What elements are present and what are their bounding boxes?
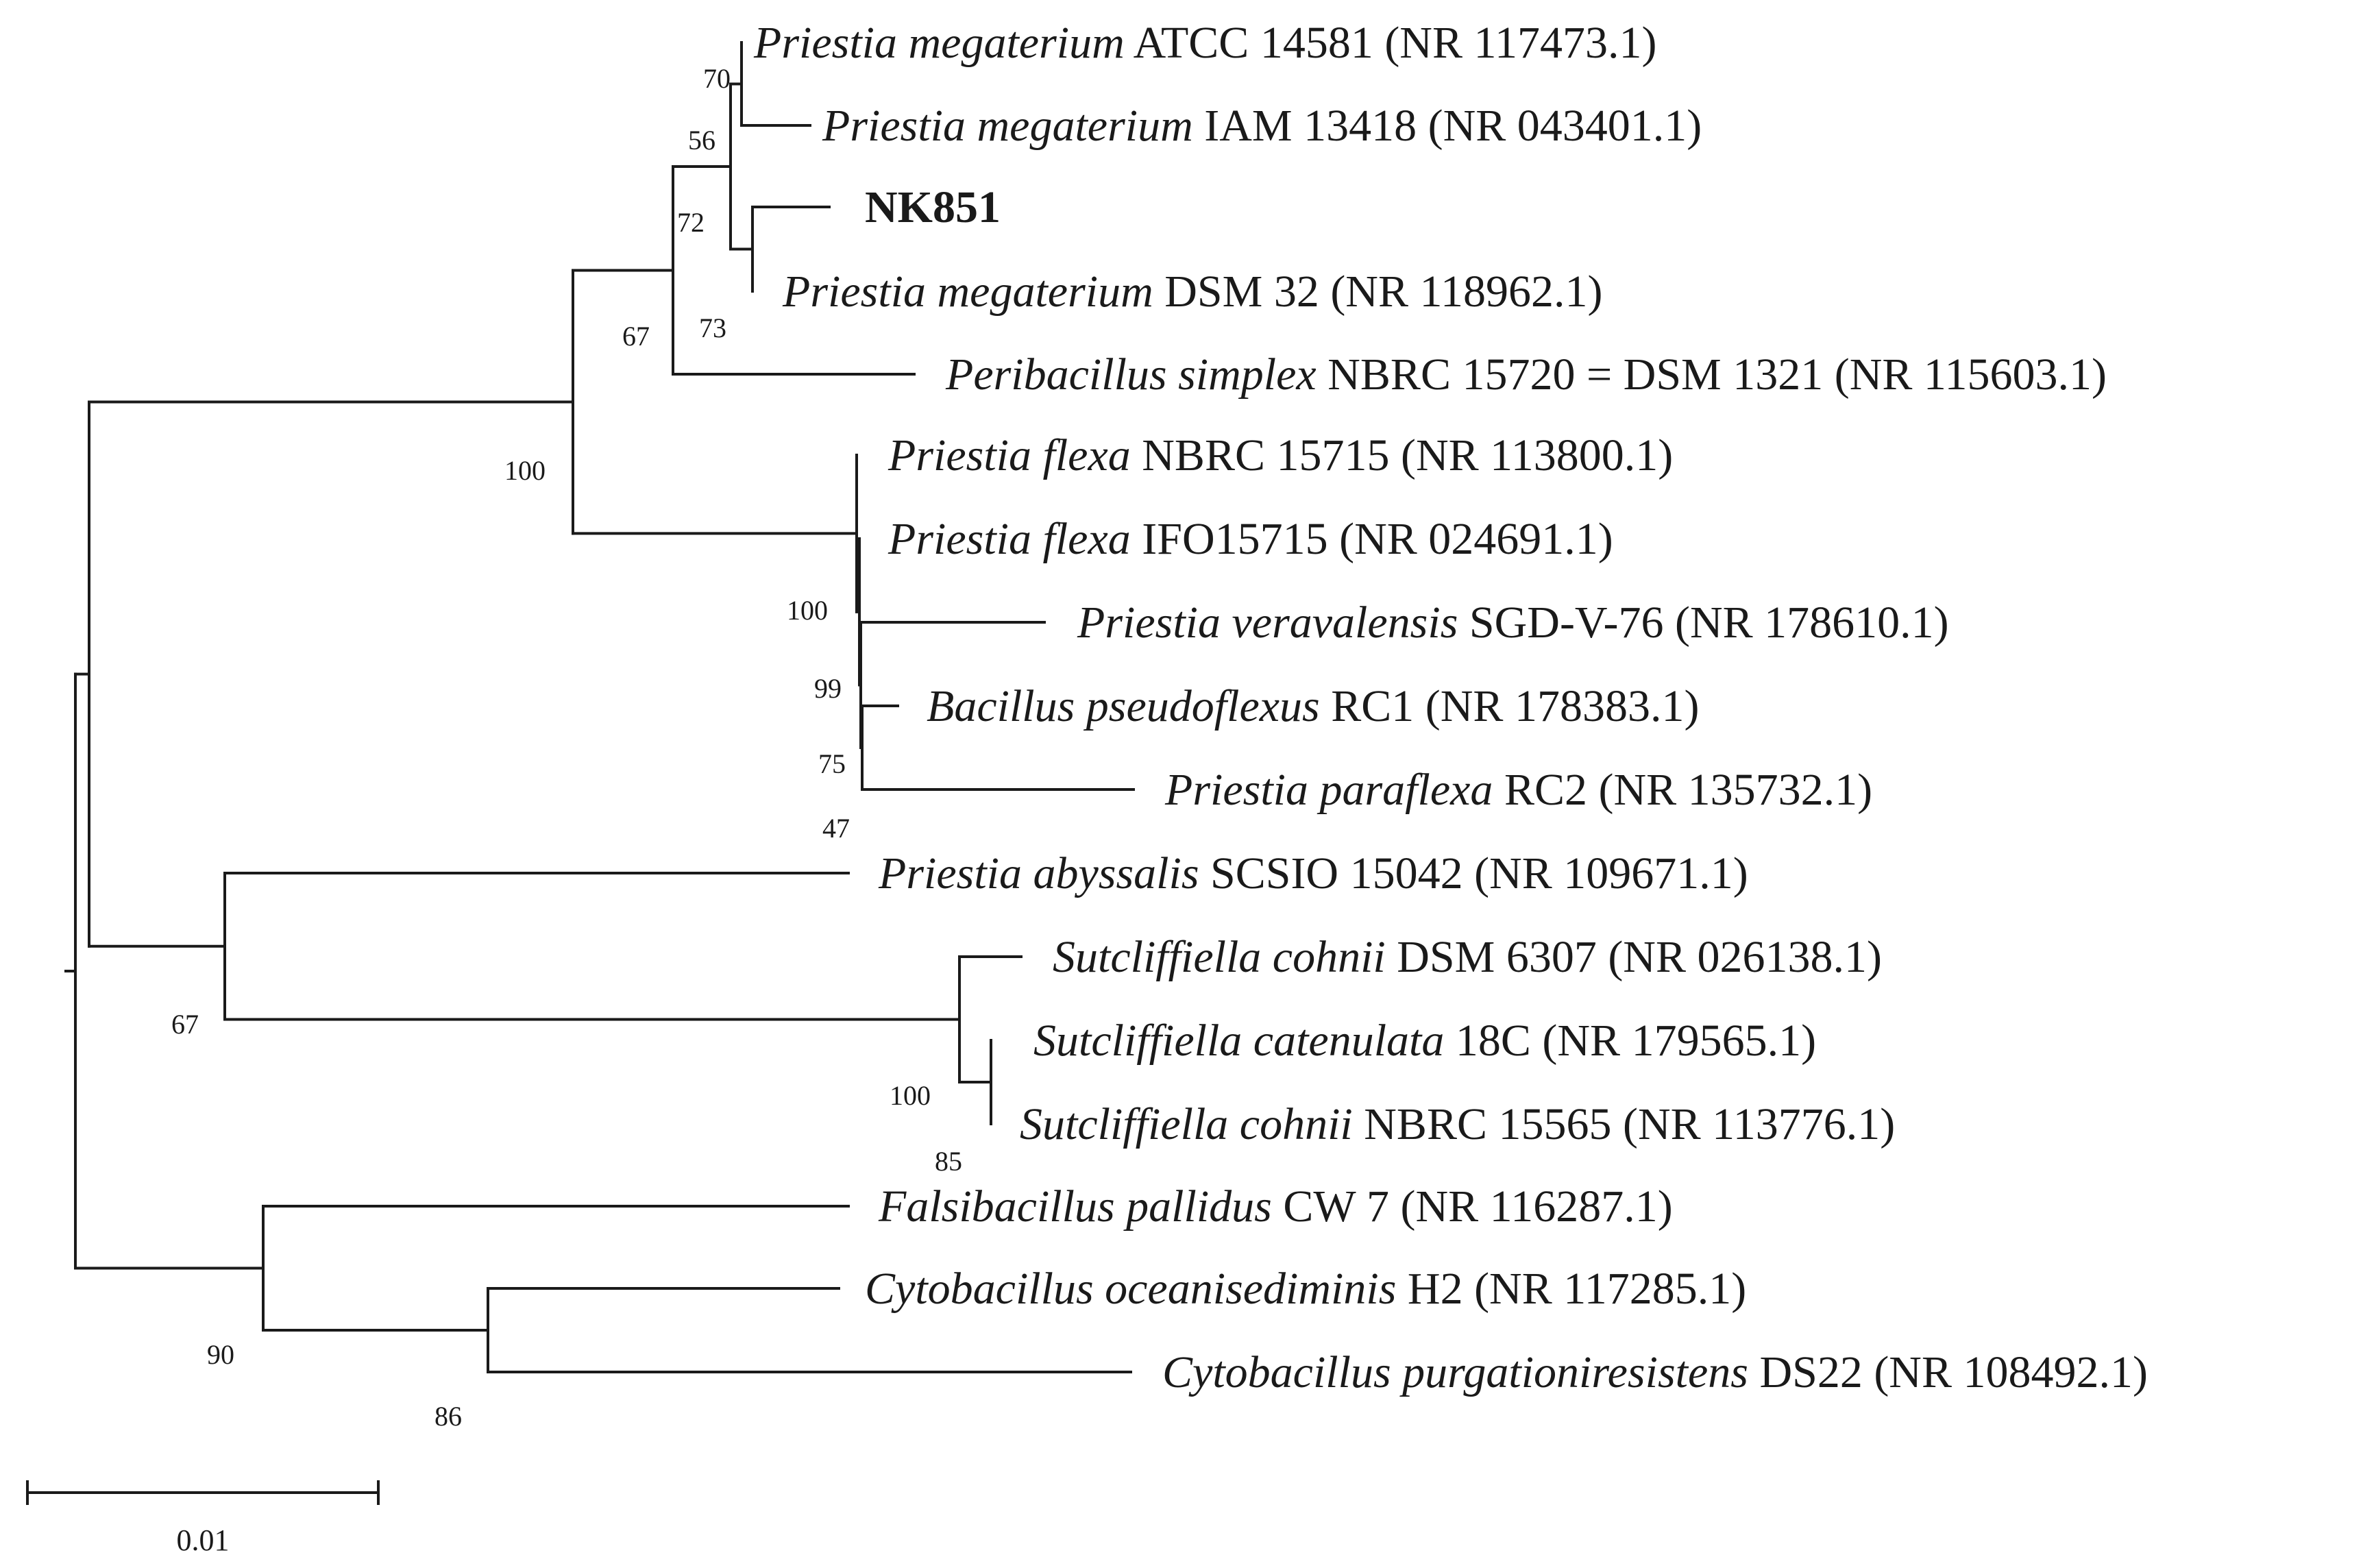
taxon-species: Sutcliffiella cohnii [1053, 932, 1386, 982]
taxon-label-t13: Sutcliffiella catenulata 18C (NR 179565.… [1033, 1016, 1816, 1066]
taxon-labels: Priestia megaterium ATCC 14581 (NR 11747… [753, 18, 2148, 1397]
taxon-strain: ATCC 14581 (NR 117473.1) [1125, 18, 1657, 68]
taxon-species: Peribacillus simplex [945, 350, 1317, 400]
taxon-species: Priestia megaterium [822, 101, 1193, 151]
bootstrap-value-n_sut_aby: 67 [171, 1009, 199, 1040]
taxon-label-t6: Priestia flexa NBRC 15715 (NR 113800.1) [887, 430, 1673, 480]
taxon-strain: 18C (NR 179565.1) [1444, 1016, 1816, 1066]
taxon-label-t8: Priestia veravalensis SGD-V-76 (NR 17861… [1077, 598, 1949, 648]
bootstrap-values: 70 56 72 73 67 100 100 99 75 47 67 100 85 90 86 [171, 63, 962, 1432]
taxon-species: Priestia flexa [887, 514, 1131, 564]
taxon-label-t5: Peribacillus simplex NBRC 15720 = DSM 13… [945, 350, 2107, 400]
taxon-label-t17: Cytobacillus purgationiresistens DS22 (N… [1162, 1347, 2148, 1397]
bootstrap-value-n_meg: 56 [688, 125, 715, 156]
taxon-strain: DS22 (NR 108492.1) [1748, 1347, 2148, 1397]
scale-bar-label: 0.01 [177, 1523, 230, 1557]
taxon-label-t10: Priestia paraflexa RC2 (NR 135732.1) [1164, 765, 1872, 815]
bootstrap-value-n_sut: 100 [890, 1080, 931, 1111]
taxon-strain: RC2 (NR 135732.1) [1493, 765, 1872, 815]
tree-branches [64, 41, 1135, 1373]
taxon-label-t3: NK851 [865, 182, 1001, 232]
taxon-species: Priestia flexa [887, 430, 1131, 480]
bootstrap-value-n_megsimp: 67 [622, 321, 650, 352]
taxon-strain: RC1 (NR 178383.1) [1320, 681, 1700, 731]
taxon-strain: NBRC 15715 (NR 113800.1) [1131, 430, 1673, 480]
taxon-strain: NBRC 15565 (NR 113776.1) [1353, 1099, 1895, 1149]
bootstrap-value-n_top: 100 [504, 455, 546, 486]
taxon-strain: DSM 32 (NR 118962.1) [1153, 267, 1603, 317]
taxon-label-t4: Priestia megaterium DSM 32 (NR 118962.1) [782, 267, 1603, 317]
taxon-species: Priestia abyssalis [878, 848, 1199, 898]
taxon-strain: NBRC 15720 = DSM 1321 (NR 115603.1) [1317, 350, 2107, 400]
taxon-label-t1: Priestia megaterium ATCC 14581 (NR 11747… [753, 18, 1657, 68]
taxon-species: Sutcliffiella catenulata [1033, 1016, 1444, 1066]
taxon-species: Bacillus pseudoflexus [927, 681, 1320, 731]
taxon-species: Falsibacillus pallidus [878, 1181, 1272, 1232]
taxon-label-t9: Bacillus pseudoflexus RC1 (NR 178383.1) [927, 681, 1699, 731]
bootstrap-value-n_fc: 90 [207, 1339, 234, 1370]
bootstrap-value-n_cyto: 86 [434, 1401, 462, 1432]
taxon-label-t2: Priestia megaterium IAM 13418 (NR 043401… [822, 101, 1702, 151]
taxon-species: Priestia megaterium [753, 18, 1125, 68]
taxon-strain: DSM 6307 (NR 026138.1) [1386, 932, 1882, 982]
taxon-strain: IAM 13418 (NR 043401.1) [1193, 101, 1702, 151]
taxon-label-t14: Sutcliffiella cohnii NBRC 15565 (NR 1137… [1020, 1099, 1895, 1149]
taxon-label-t16: Cytobacillus oceanisediminis H2 (NR 1172… [865, 1264, 1746, 1314]
taxon-strain: IFO15715 (NR 024691.1) [1131, 514, 1613, 564]
taxon-label-t15: Falsibacillus pallidus CW 7 (NR 116287.1… [878, 1181, 1673, 1232]
bootstrap-value-n_nk: 72 [677, 207, 705, 238]
bootstrap-value-n_sut2: 85 [935, 1146, 962, 1177]
taxon-strain: SCSIO 15042 (NR 109671.1) [1199, 848, 1748, 898]
taxon-strain: NK851 [865, 182, 1001, 232]
taxon-species: Priestia paraflexa [1164, 765, 1493, 815]
taxon-label-t7: Priestia flexa IFO15715 (NR 024691.1) [887, 514, 1613, 564]
taxon-species: Cytobacillus purgationiresistens [1162, 1347, 1748, 1397]
taxon-label-t11: Priestia abyssalis SCSIO 15042 (NR 10967… [878, 848, 1748, 898]
taxon-strain: H2 (NR 117285.1) [1396, 1264, 1746, 1314]
bootstrap-value-n_flexa: 100 [787, 595, 828, 626]
taxon-species: Priestia veravalensis [1077, 598, 1458, 648]
bootstrap-value-n_flexa3: 75 [818, 748, 846, 779]
scale-bar: 0.01 [26, 1480, 380, 1557]
taxon-species: Priestia megaterium [782, 267, 1153, 317]
taxon-strain: SGD-V-76 (NR 178610.1) [1458, 598, 1948, 648]
taxon-strain: CW 7 (NR 116287.1) [1272, 1181, 1673, 1232]
bootstrap-value-n_flexa4: 47 [822, 813, 850, 844]
bootstrap-value-n_t1_t2: 70 [703, 63, 731, 94]
taxon-species: Sutcliffiella cohnii [1020, 1099, 1353, 1149]
taxon-label-t12: Sutcliffiella cohnii DSM 6307 (NR 026138… [1053, 932, 1882, 982]
bootstrap-value-n_nk_dsm: 73 [699, 313, 726, 343]
bootstrap-value-n_flexa2: 99 [814, 673, 842, 704]
taxon-species: Cytobacillus oceanisediminis [865, 1264, 1396, 1314]
